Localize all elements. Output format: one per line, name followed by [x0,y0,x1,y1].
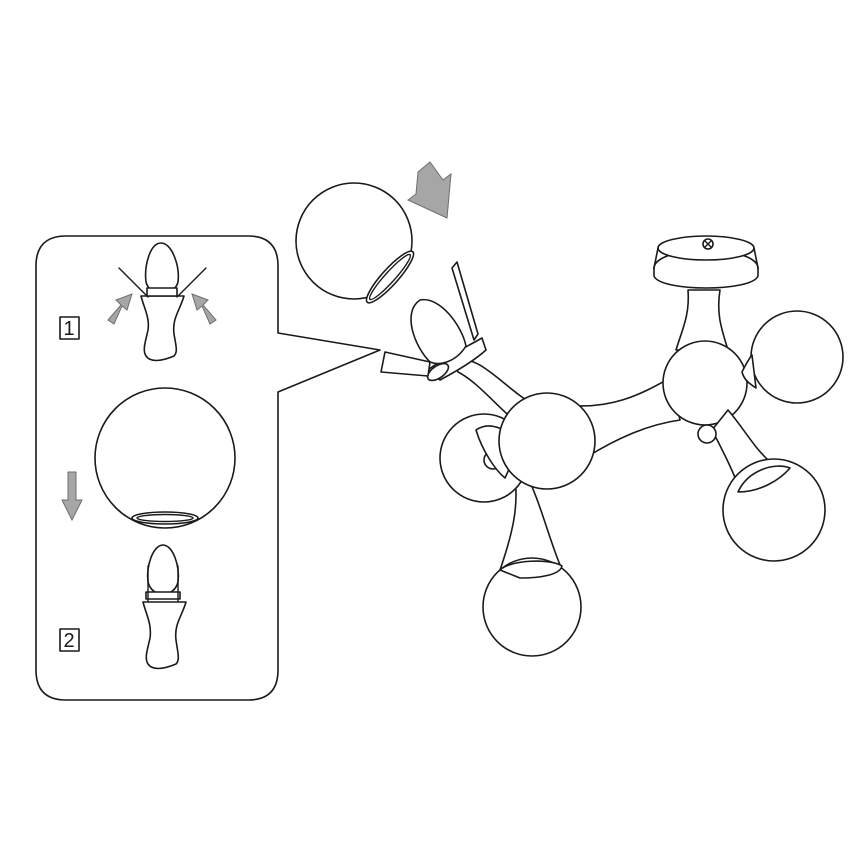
arrow-down-right-icon [407,161,452,219]
step-1-number-box [59,316,80,340]
detail-callout: 1 2 [35,235,381,701]
step-2: 2 [59,387,236,670]
ceiling-canopy [653,235,759,289]
step-2-number-box [59,628,80,652]
step-1-number: 1 [64,318,75,340]
spring-clip-right [451,261,479,341]
step-1-arrow-left-icon [107,293,133,325]
joint-sphere-right [662,340,748,426]
step-1-clip-right [176,267,207,298]
joint-sphere-center [498,392,596,490]
step-1-socket [140,295,185,362]
step-1-clip-left [118,267,149,298]
bulb [410,299,467,365]
spring-clip-left [380,351,431,377]
globe-right-upper [750,310,844,404]
globe-bottom [482,557,582,657]
globe-being-installed [295,182,415,304]
ceiling-lamp [295,161,844,657]
step-2-number: 2 [64,630,75,652]
step-1-arrow-right-icon [191,293,217,325]
joint-knob [697,424,717,444]
step-2-globe [94,387,236,529]
step-2-socket [142,601,187,670]
step-2-arrow-down-icon [61,471,83,522]
socket-upper-left [380,261,487,382]
step-1: 1 [59,242,217,362]
